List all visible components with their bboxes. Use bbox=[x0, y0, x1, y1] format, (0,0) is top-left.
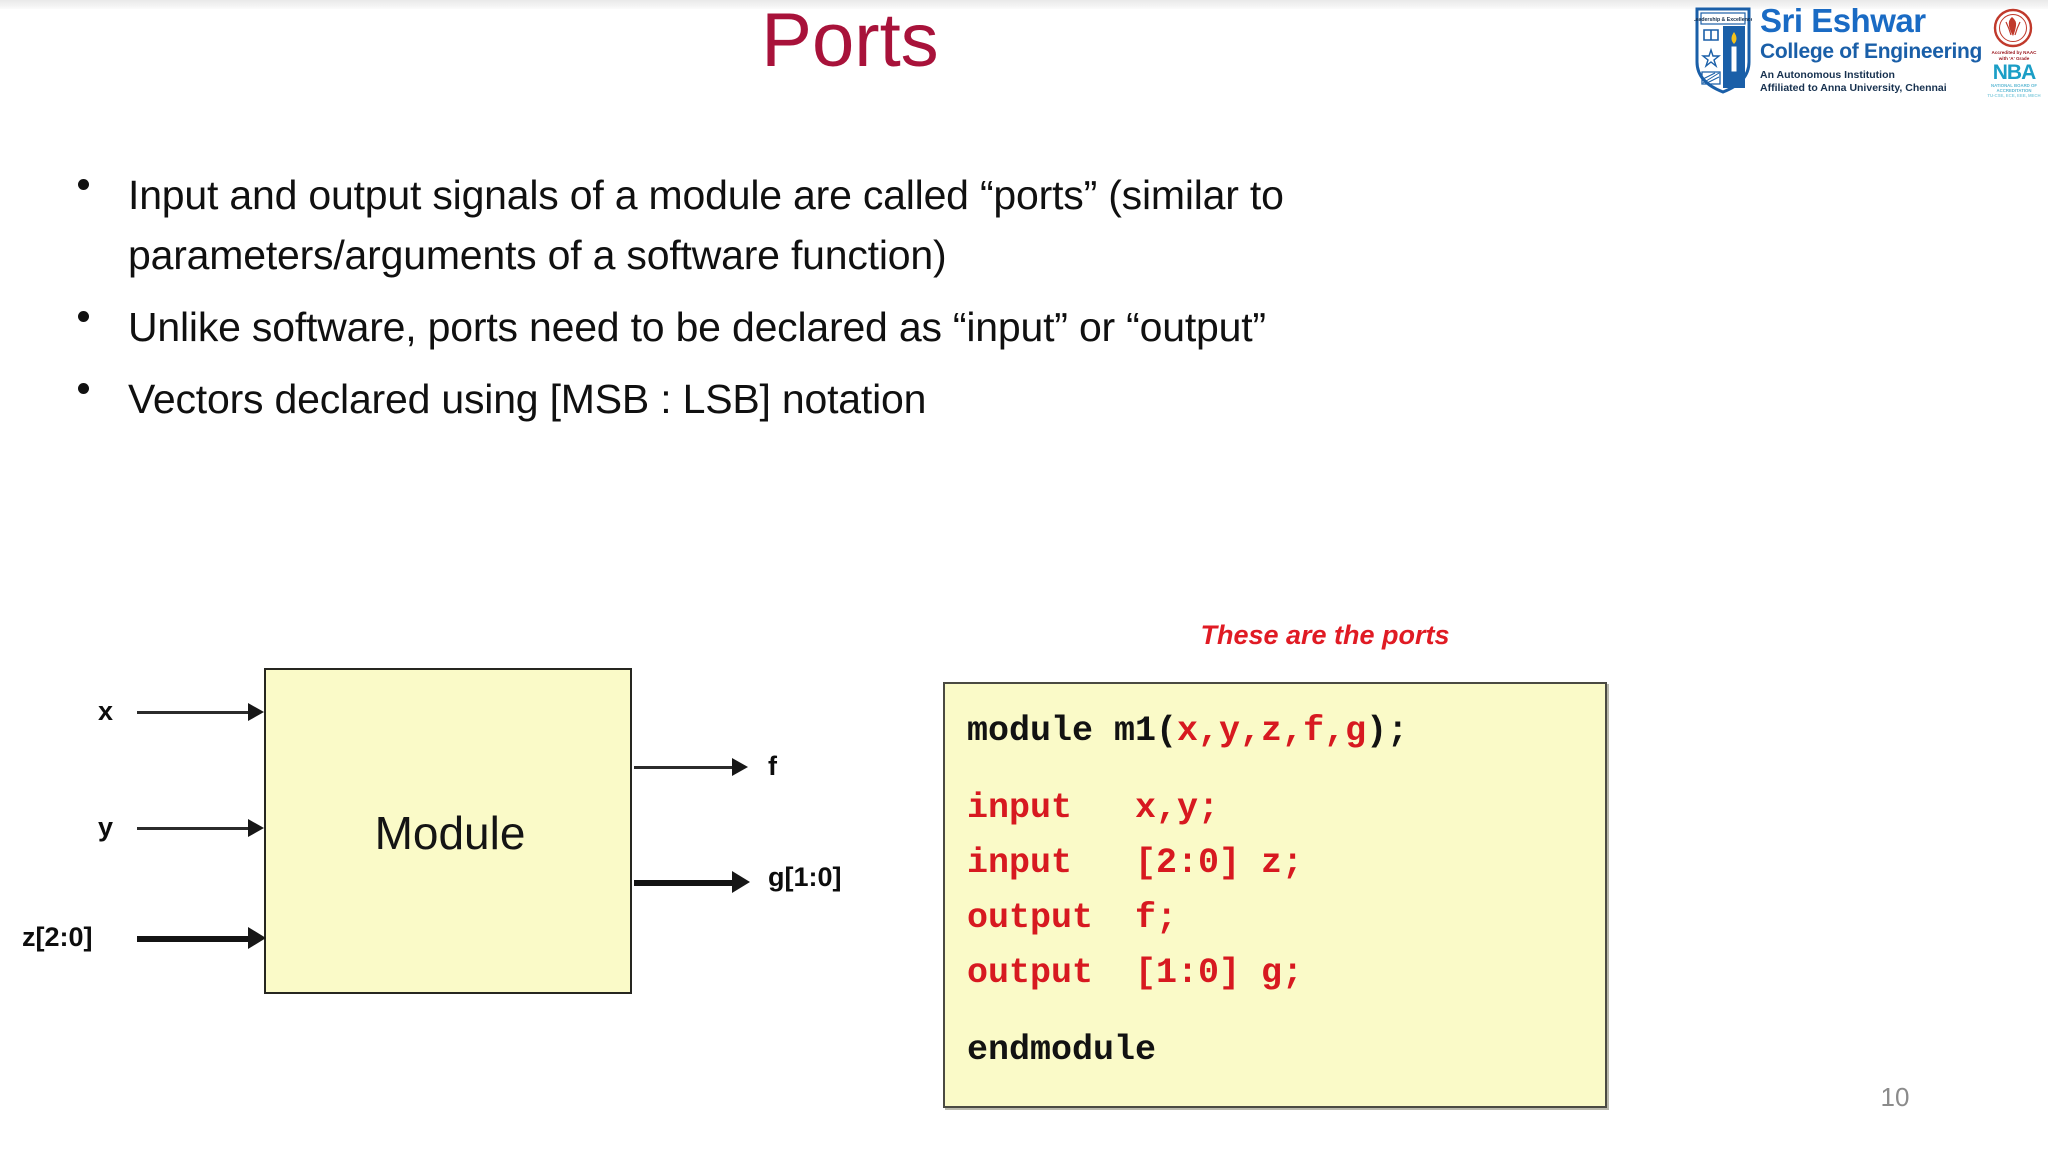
module-block-diagram: Module x y z[2:0] f g[1:0] bbox=[0, 640, 900, 1020]
ports-annotation: These are the ports bbox=[1200, 620, 1450, 650]
code-keyword-token: module m1 bbox=[967, 711, 1157, 751]
module-box-label: Module bbox=[374, 807, 526, 859]
list-item: Input and output signals of a module are… bbox=[78, 165, 1498, 285]
naac-caption-line2: with 'A' Grade bbox=[1998, 55, 2030, 61]
page-title: Ports bbox=[761, 0, 939, 83]
code-keyword-token: ); bbox=[1366, 711, 1409, 751]
naac-caption-line1: Accredited by NAAC bbox=[1991, 50, 2037, 55]
arrowhead-output-f bbox=[732, 758, 748, 776]
code-line: output f; bbox=[967, 891, 1408, 946]
port-label-input-z: z[2:0] bbox=[22, 922, 93, 952]
wire-output-f bbox=[634, 766, 736, 769]
nba-caption-line3: TU-CSE, ECE, EEE, MECH bbox=[1987, 93, 2041, 99]
port-label-output-g: g[1:0] bbox=[768, 862, 842, 892]
arrowhead-input-z bbox=[248, 927, 266, 949]
module-box: Module bbox=[264, 668, 632, 994]
wire-input-y bbox=[137, 827, 253, 830]
wire-output-g-bus bbox=[634, 880, 736, 886]
code-lines: module m1(x,y,z,f,g); input x,y; input [2:… bbox=[967, 704, 1408, 1078]
code-line: input [2:0] z; bbox=[967, 836, 1408, 891]
code-line: input x,y; bbox=[967, 781, 1408, 836]
arrowhead-input-x bbox=[248, 703, 264, 721]
nba-logo-icon: NBA NATIONAL BOARD OF ACCREDITATION TU-C… bbox=[1984, 62, 2044, 100]
page-number: 10 bbox=[1880, 1082, 1910, 1112]
list-item: Vectors declared using [MSB : LSB] notat… bbox=[78, 369, 1498, 429]
crest-shield-icon: Leadership & Excellence bbox=[1694, 7, 1752, 94]
bullet-text: Vectors declared using [MSB : LSB] notat… bbox=[128, 376, 927, 422]
svg-text:Leadership & Excellence: Leadership & Excellence bbox=[1694, 17, 1752, 23]
arrowhead-output-g bbox=[732, 871, 750, 893]
port-label-output-f: f bbox=[768, 751, 777, 781]
code-keyword-token: ( bbox=[1156, 711, 1178, 751]
list-item: Unlike software, ports need to be declar… bbox=[78, 297, 1498, 357]
logo-wordmark: Sri Eshwar College of Engineering An Aut… bbox=[1760, 2, 1983, 95]
port-label-input-y: y bbox=[98, 812, 114, 842]
code-port-token: output [1:0] g; bbox=[967, 953, 1304, 993]
verilog-code-block: module m1(x,y,z,f,g); input x,y; input [2:… bbox=[943, 682, 1607, 1108]
nba-caption-line2: ACCREDITATION bbox=[1996, 88, 2032, 94]
port-label-input-x: x bbox=[98, 696, 114, 726]
wire-input-z-bus bbox=[137, 936, 253, 942]
arrowhead-input-y bbox=[248, 819, 264, 837]
logo-tagline1: An Autonomous Institution bbox=[1760, 69, 1895, 81]
nba-wordmark: NBA bbox=[1992, 61, 2037, 84]
accreditation-badges: Accredited by NAAC with 'A' Grade NBA NA… bbox=[1982, 8, 2046, 100]
code-keyword-token: endmodule bbox=[967, 1030, 1157, 1070]
code-blank-line bbox=[967, 759, 1408, 781]
code-line: output [1:0] g; bbox=[967, 946, 1408, 1001]
logo-tagline2: Affiliated to Anna University, Chennai bbox=[1760, 82, 1947, 94]
code-port-token: input [2:0] z; bbox=[967, 843, 1304, 883]
nba-caption-line1: NATIONAL BOARD OF bbox=[1991, 83, 2037, 88]
code-line: endmodule bbox=[967, 1023, 1408, 1078]
window-top-strip bbox=[0, 0, 2048, 9]
bullet-dot-icon bbox=[78, 311, 89, 322]
wire-input-x bbox=[137, 711, 253, 714]
code-port-token: input x,y; bbox=[967, 788, 1220, 828]
bullet-list: Input and output signals of a module are… bbox=[78, 165, 1498, 441]
naac-seal-icon bbox=[1993, 8, 2033, 48]
code-port-token: output f; bbox=[967, 898, 1178, 938]
code-port-token: x,y,z,f,g bbox=[1177, 711, 1367, 751]
logo-name-line1: Sri Eshwar bbox=[1760, 2, 1926, 39]
bullet-dot-icon bbox=[78, 383, 89, 394]
bullet-text: Input and output signals of a module are… bbox=[128, 172, 1284, 278]
code-line: module m1(x,y,z,f,g); bbox=[967, 704, 1408, 759]
college-logo: Leadership & Excellence Sri Eshwar Colle… bbox=[1694, 4, 2048, 104]
bullet-text: Unlike software, ports need to be declar… bbox=[128, 304, 1266, 350]
bullet-dot-icon bbox=[78, 179, 89, 190]
code-blank-line bbox=[967, 1001, 1408, 1023]
logo-name-line2: College of Engineering bbox=[1760, 40, 1983, 63]
